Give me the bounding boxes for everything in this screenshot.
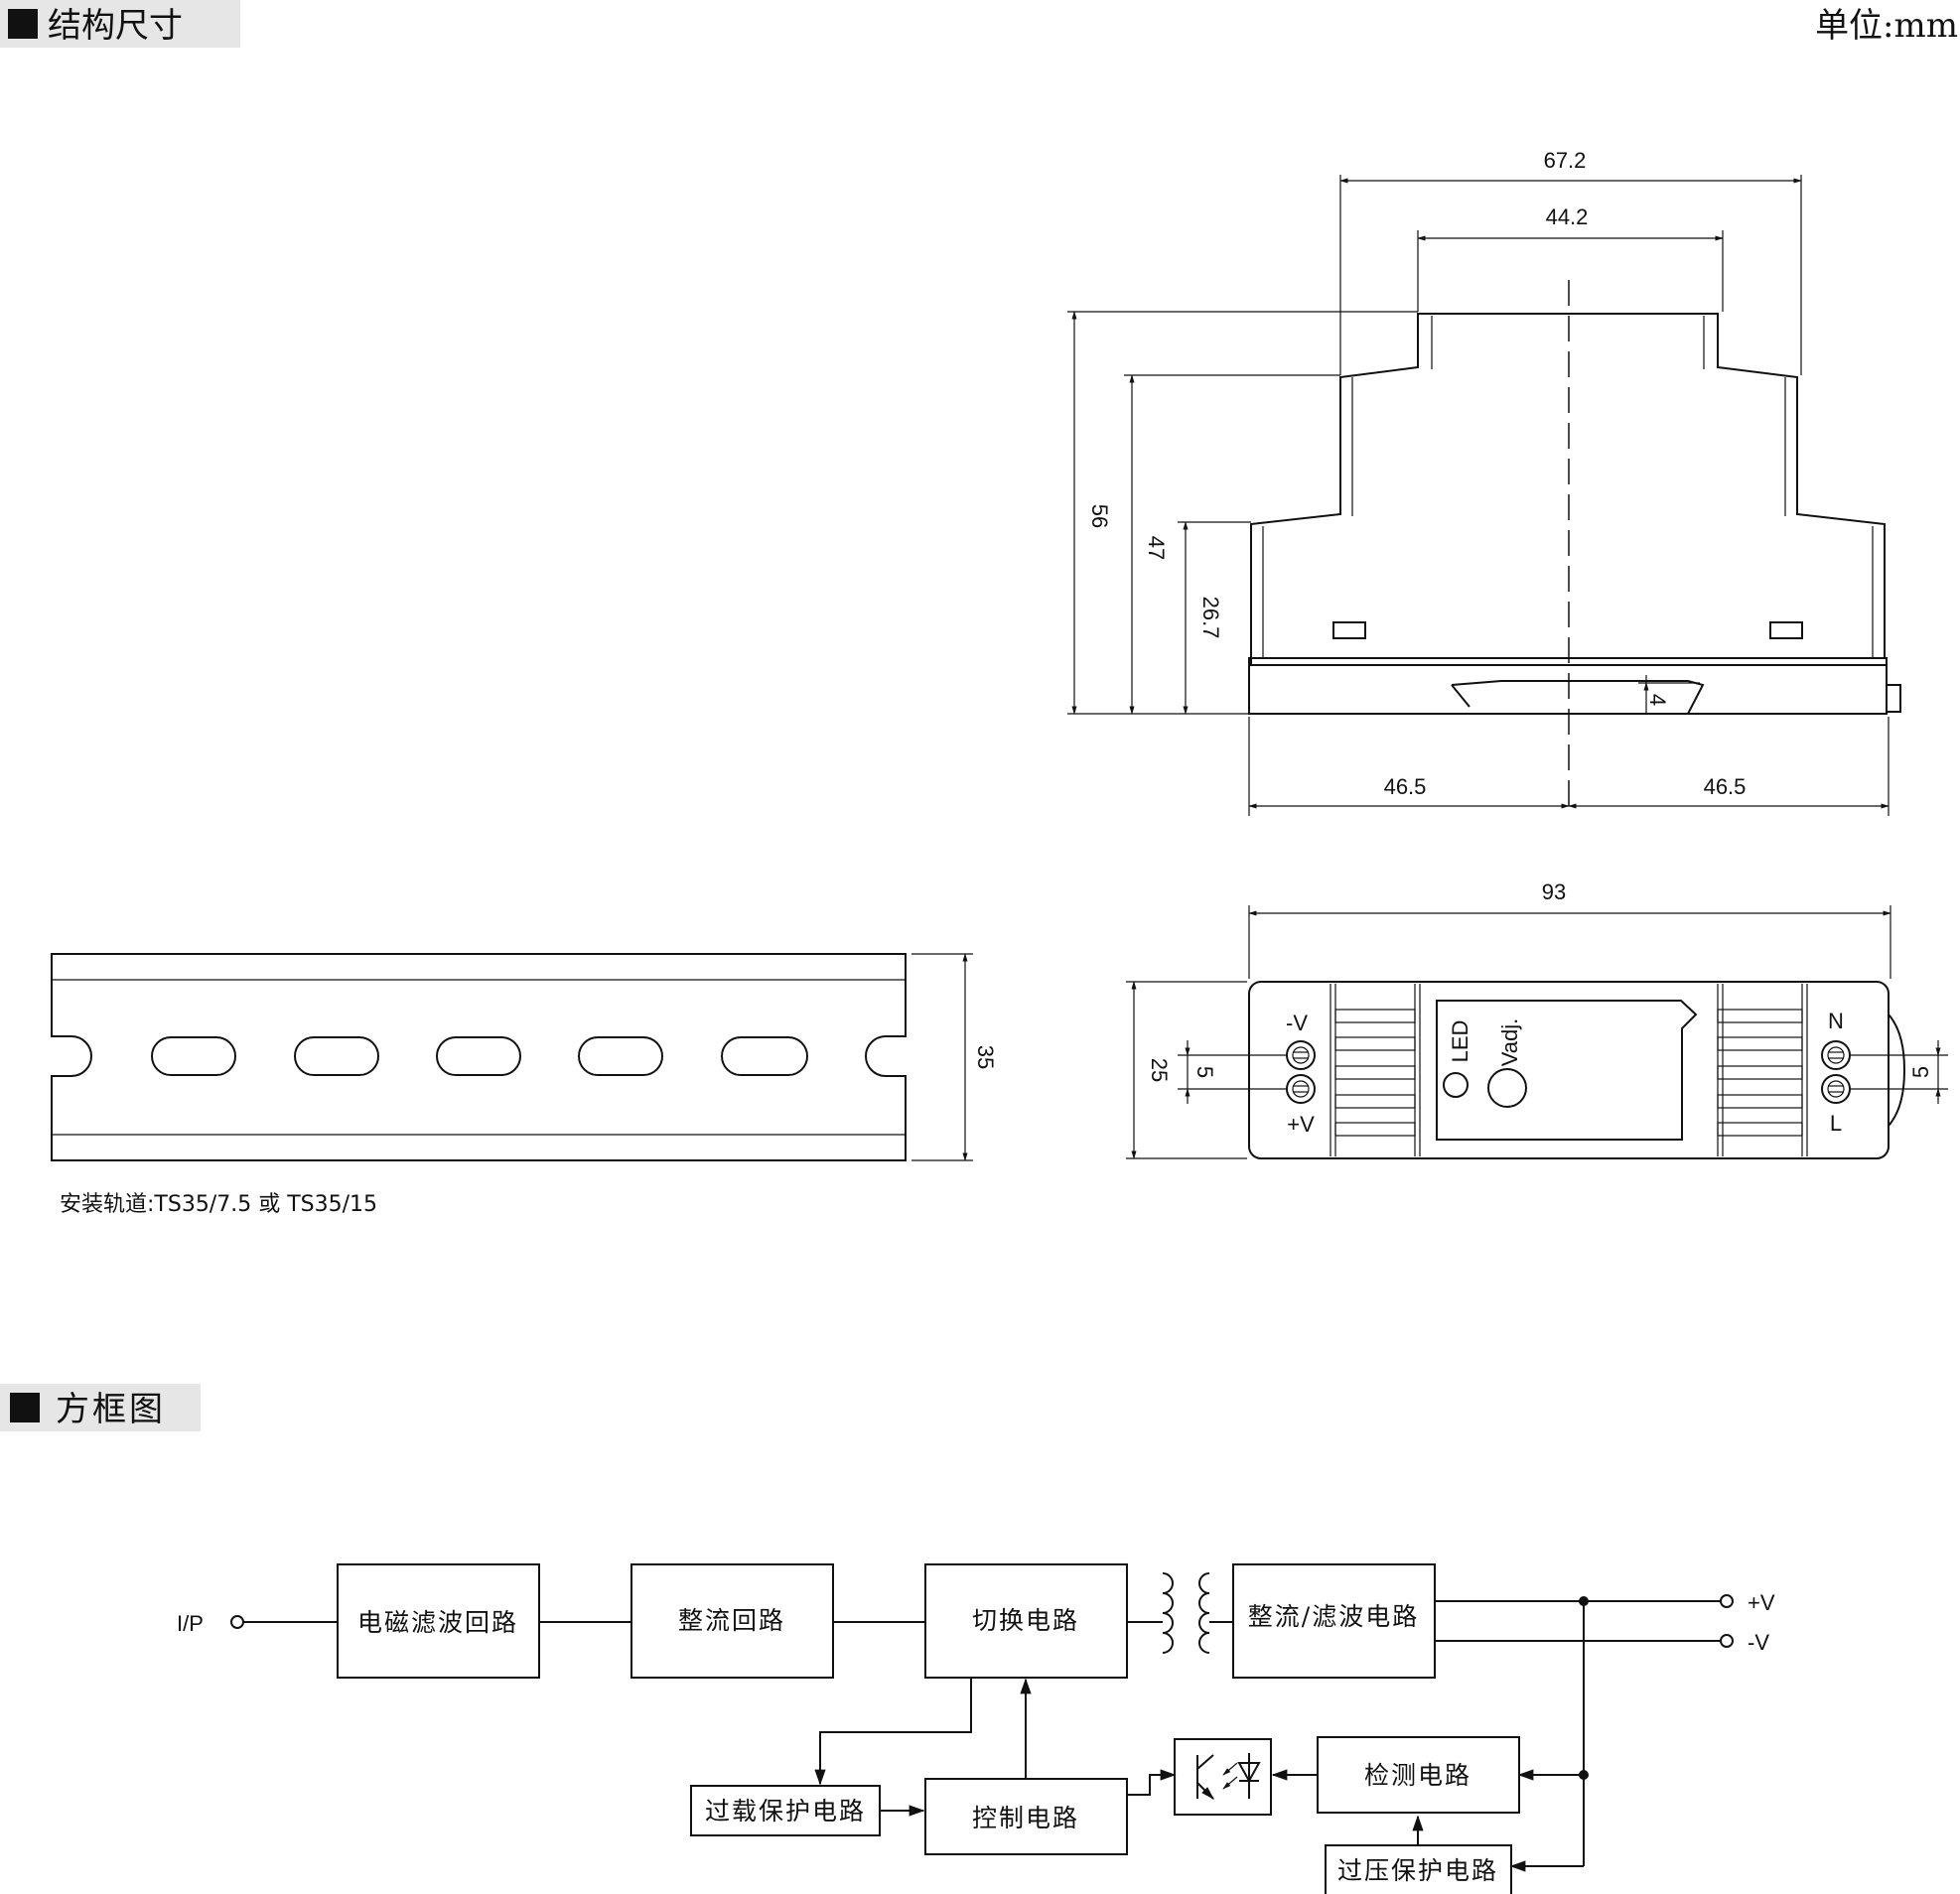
label-l: L (1830, 1111, 1842, 1136)
block-detection-label: 检测电路 (1364, 1761, 1471, 1790)
input-label: I/P (177, 1611, 204, 1636)
block-rect-filter-label: 整流/滤波电路 (1248, 1602, 1419, 1631)
section-header-dimensions: 结构尺寸 (0, 0, 240, 48)
block-diagram: I/P 电磁滤波回路 整流回路 切换电路 整流/滤波电路 +V -V (177, 1563, 1775, 1894)
section-marker-icon (8, 9, 38, 39)
din-rail-outline (51, 953, 907, 1161)
block-switching-label: 切换电路 (972, 1606, 1079, 1635)
block-emi-filter-label: 电磁滤波回路 (357, 1608, 518, 1637)
dim-rail-offset: 4 (1645, 694, 1670, 706)
label-panel (1436, 1000, 1698, 1141)
block-overvoltage-label: 过压保护电路 (1337, 1856, 1498, 1885)
rail-slot (151, 1036, 236, 1076)
label-led: LED (1448, 1020, 1472, 1063)
dim-height-47: 47 (1144, 536, 1169, 560)
rail-slot (721, 1036, 808, 1076)
housing-base (1248, 657, 1888, 715)
section-header-block-diagram: 方框图 (0, 1384, 201, 1431)
vadj-potentiometer[interactable] (1487, 1068, 1527, 1108)
section-title-dimensions: 结构尺寸 (48, 6, 183, 46)
output-neg-label: -V (1748, 1630, 1769, 1655)
din-rail: 35 安装轨道:TS35/7.5 或 TS35/15 (51, 953, 998, 1217)
front-view: 67.2 44.2 56 47 26.7 4 46.5 46.5 (1067, 148, 1901, 816)
input-terminal-icon (230, 1615, 244, 1629)
dim-width-top: 44.2 (1546, 204, 1589, 229)
dim-length: 93 (1542, 879, 1566, 904)
terminal-pos-v[interactable] (1286, 1074, 1316, 1104)
section-marker-icon (10, 1393, 40, 1422)
rail-slot (294, 1036, 379, 1076)
dim-rail-height: 35 (973, 1045, 998, 1069)
section-title-block-diagram: 方框图 (56, 1390, 166, 1429)
dim-half-right: 46.5 (1704, 774, 1747, 799)
block-rectifier-label: 整流回路 (678, 1606, 785, 1635)
mounting-slot-left (1332, 621, 1366, 639)
output-pos-label: +V (1748, 1590, 1775, 1615)
housing-top-outline (1248, 981, 1890, 1159)
dim-pitch-left: 5 (1192, 1066, 1217, 1078)
dim-half-left: 46.5 (1384, 774, 1427, 799)
terminal-l[interactable] (1821, 1074, 1851, 1104)
led-indicator (1443, 1072, 1469, 1098)
output-neg-terminal-icon (1720, 1634, 1734, 1648)
top-view: LED Vadj. -V +V N (1126, 879, 1948, 1159)
terminal-n[interactable] (1821, 1040, 1851, 1070)
dim-height-56: 56 (1087, 504, 1112, 528)
unit-label: 单位:mm (1815, 6, 1958, 46)
rail-caption: 安装轨道:TS35/7.5 或 TS35/15 (60, 1192, 377, 1217)
optocoupler-icon (1174, 1738, 1318, 1816)
label-pos-v: +V (1287, 1112, 1315, 1137)
transformer-icon (1152, 1572, 1233, 1654)
terminal-neg-v[interactable] (1286, 1040, 1316, 1070)
block-rect-filter (1232, 1563, 1436, 1679)
label-vadj: Vadj. (1497, 1018, 1522, 1067)
block-overload-label: 过载保护电路 (705, 1797, 866, 1826)
block-control-label: 控制电路 (972, 1804, 1079, 1832)
label-neg-v: -V (1286, 1011, 1308, 1035)
rail-slot (436, 1036, 521, 1076)
dim-depth: 25 (1147, 1058, 1172, 1082)
dim-height-26-7: 26.7 (1198, 597, 1223, 639)
label-n: N (1828, 1009, 1844, 1033)
rail-slot (578, 1036, 663, 1076)
output-pos-terminal-icon (1720, 1594, 1734, 1608)
mounting-slot-right (1769, 621, 1803, 639)
dim-pitch-right: 5 (1908, 1066, 1933, 1078)
dim-width-total: 67.2 (1544, 148, 1587, 173)
